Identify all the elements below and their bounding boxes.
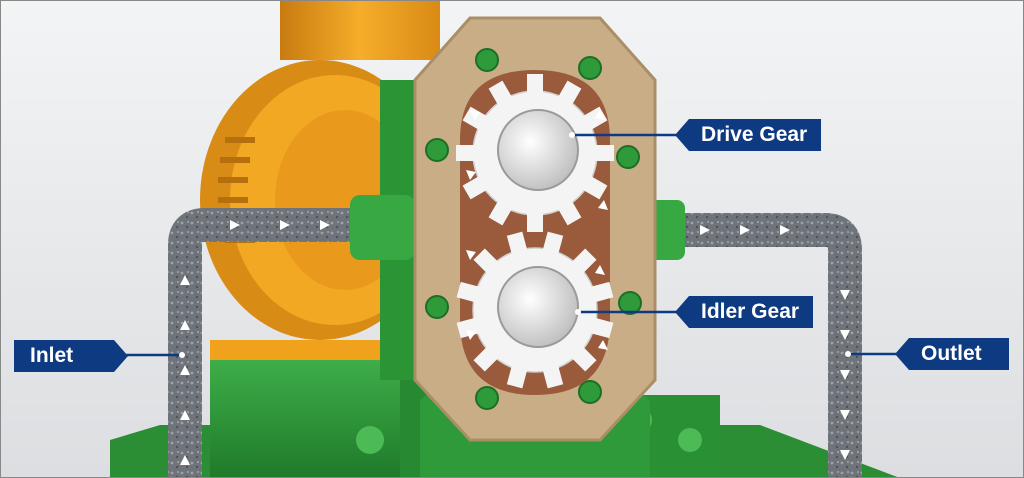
callout-lines — [125, 132, 900, 358]
outlet-label: Outlet — [895, 338, 1009, 370]
drive-gear-label: Drive Gear — [675, 119, 822, 151]
drive-gear — [456, 74, 614, 232]
fluid-pipe — [168, 208, 862, 478]
flow-arrows — [466, 110, 608, 350]
inlet-label: Inlet — [14, 340, 128, 372]
idler-gear — [456, 231, 614, 389]
idler-gear-label: Idler Gear — [675, 296, 814, 328]
